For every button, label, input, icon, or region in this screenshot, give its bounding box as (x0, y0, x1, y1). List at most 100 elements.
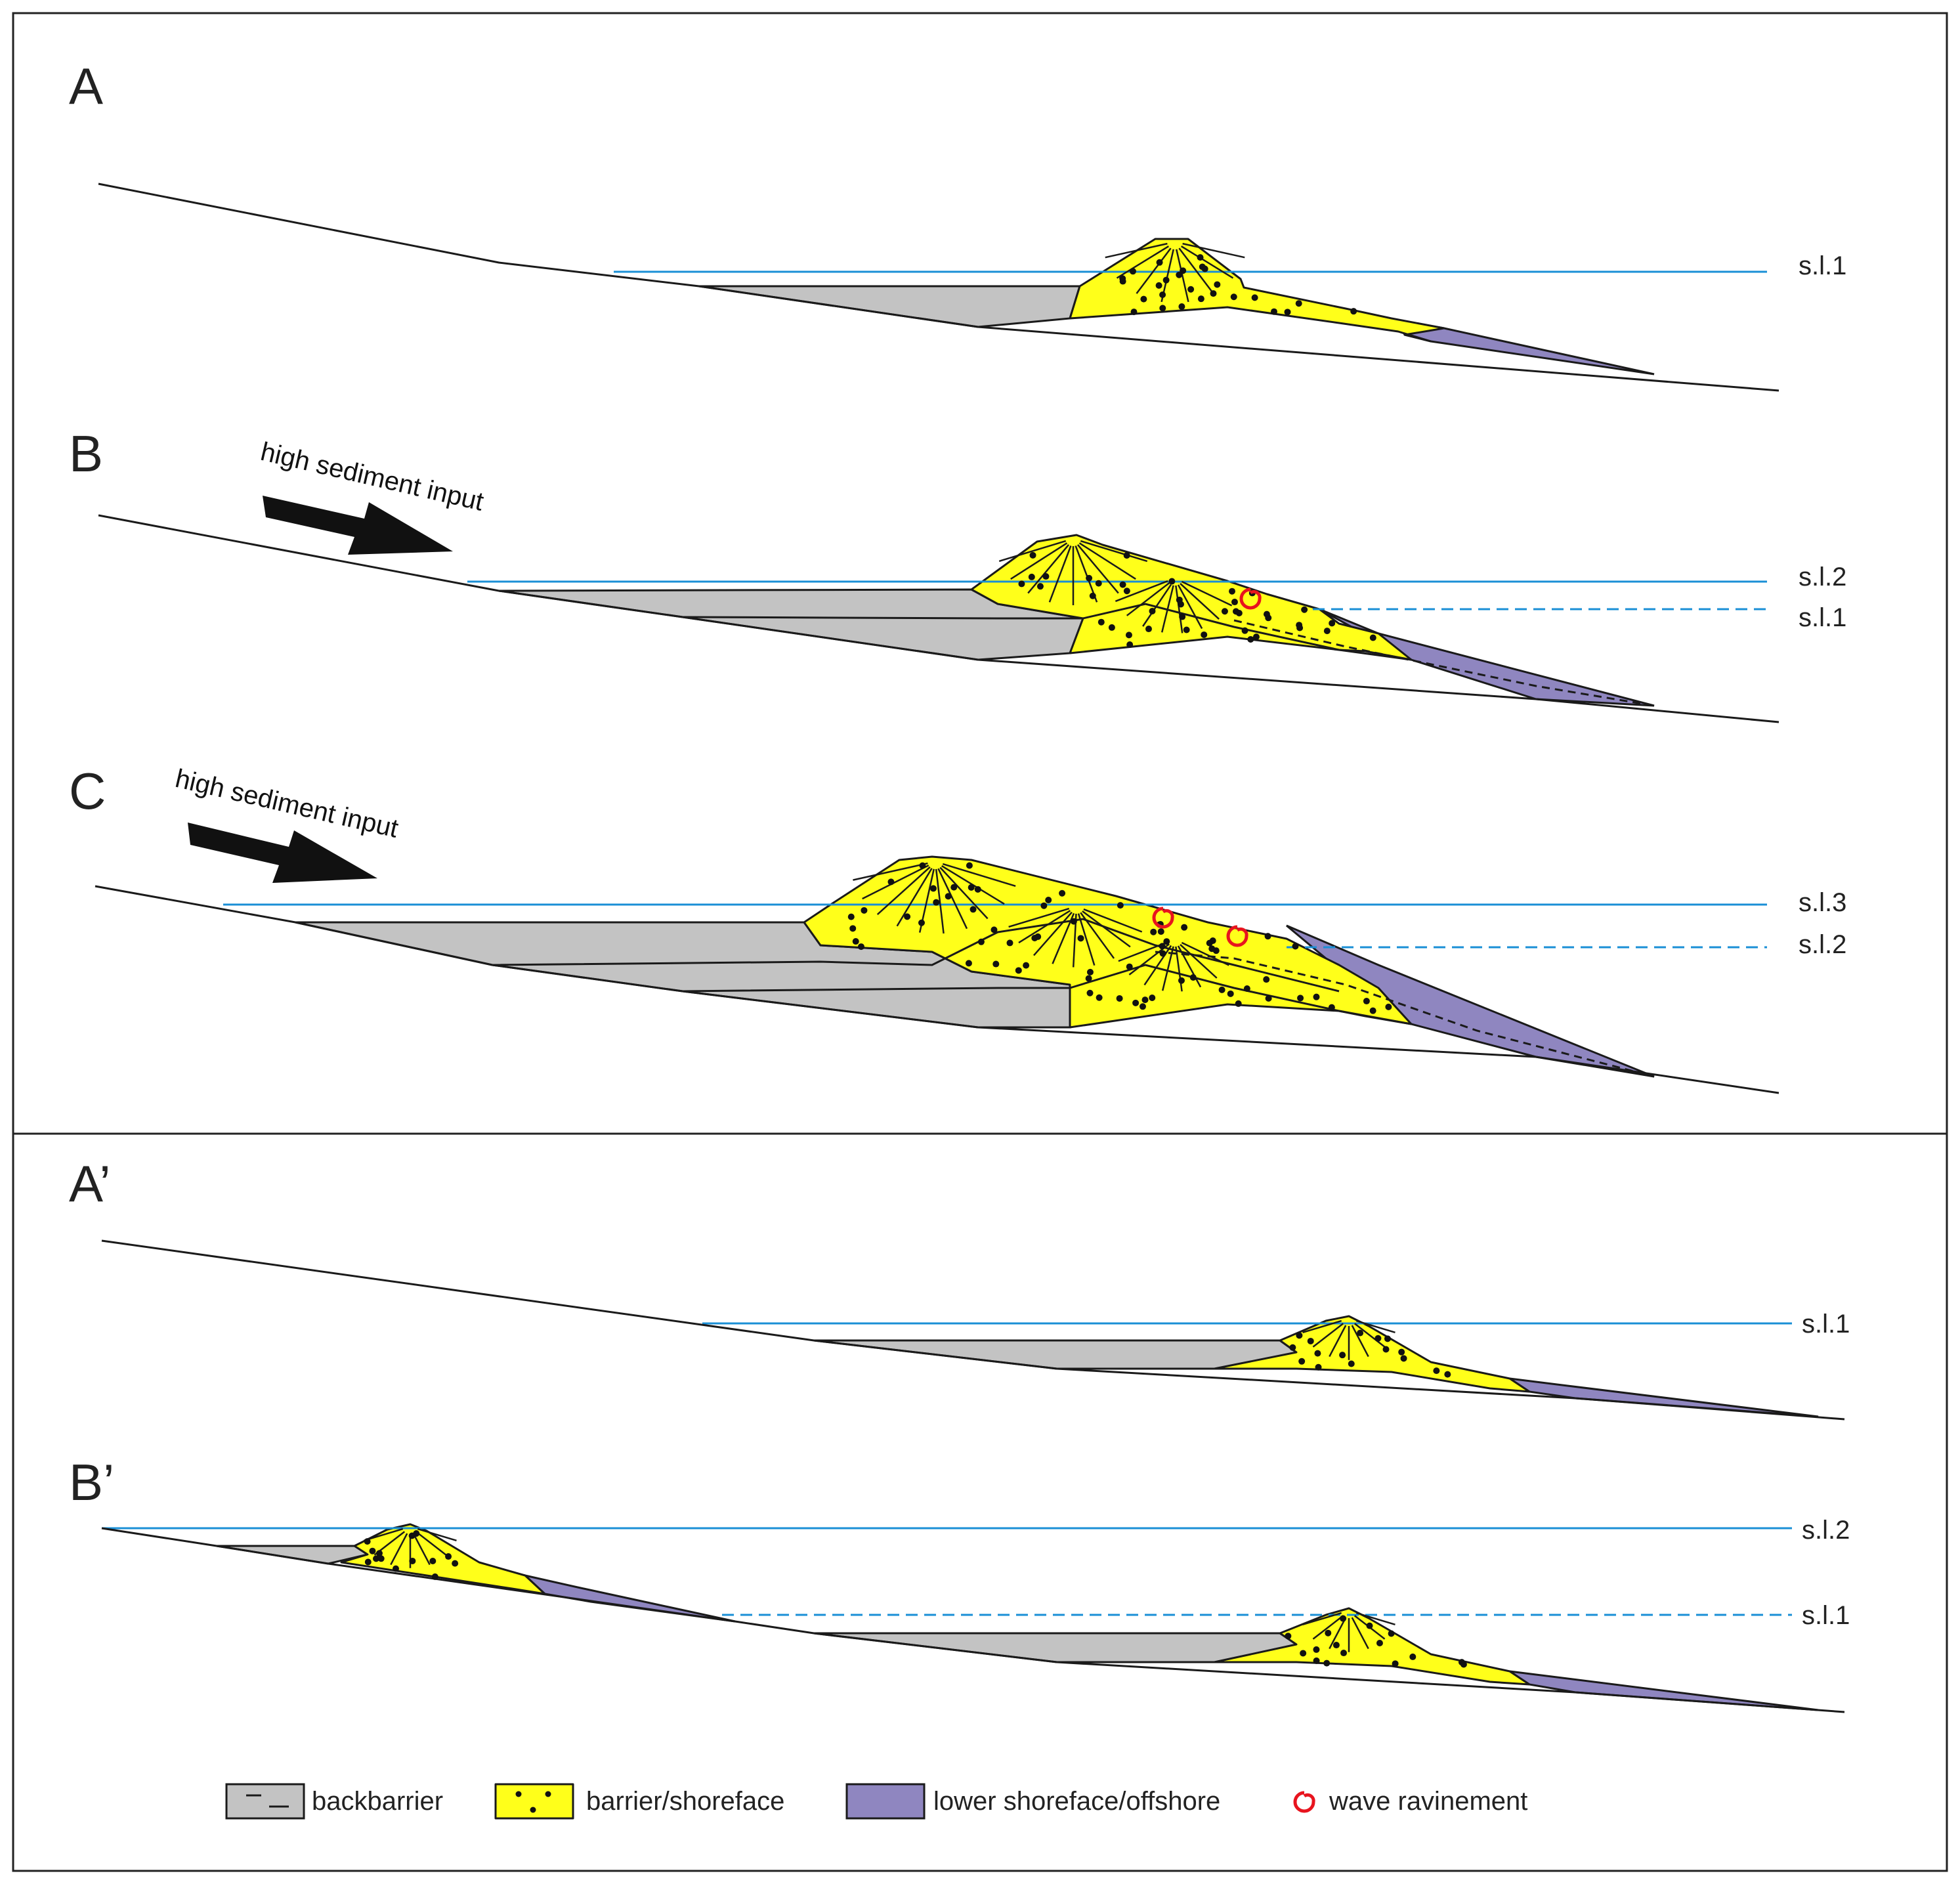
sand-dot (1139, 1003, 1146, 1010)
foreset-line (1115, 580, 1168, 603)
sand-dot (1298, 1358, 1306, 1365)
sand-dot (974, 886, 981, 893)
foreset-line (1178, 247, 1214, 294)
dash-pattern-icon (225, 1783, 305, 1820)
foreset-line (1083, 908, 1143, 933)
foreset-line (1033, 911, 1073, 956)
sand-dot (1179, 613, 1186, 620)
sand-dot (968, 884, 975, 891)
sand-dot (1045, 897, 1052, 904)
foreset-line (1080, 540, 1148, 563)
sand-dot (1119, 278, 1126, 285)
solid-purple-icon (845, 1783, 926, 1820)
foreset-line (1126, 582, 1170, 616)
sand-dot (452, 1560, 459, 1567)
sand-dot (1018, 580, 1025, 588)
sand-dot (1363, 998, 1370, 1005)
sand-dot (1323, 628, 1331, 635)
sand-dot (1201, 631, 1208, 638)
sand-dot (1218, 986, 1225, 993)
sand-dot (1149, 994, 1156, 1001)
sediment-input-arrow: high sediment input (173, 764, 401, 883)
panel-a-prime: A’ s.l.1 (69, 1155, 1850, 1421)
sand-dot (1297, 995, 1304, 1002)
foreset-lines-lower (1115, 580, 1233, 633)
barrier-body (1213, 1315, 1531, 1393)
sand-dot (1123, 588, 1130, 595)
sand-dot (1221, 608, 1228, 615)
sand-dot (1376, 1640, 1383, 1647)
sand-dot (847, 913, 855, 920)
sand-dot (1348, 1360, 1355, 1367)
sand-dot (364, 1538, 371, 1545)
sand-dot (1388, 1630, 1395, 1637)
sand-dot (933, 899, 940, 906)
sand-dot (1163, 938, 1170, 945)
sand-dot (1357, 1329, 1364, 1337)
sand-dot (1206, 939, 1213, 947)
ground-surface (101, 1239, 1845, 1421)
sand-dot (1156, 259, 1163, 266)
legend-label-barrier-shoreface: barrier/shoreface (586, 1787, 784, 1816)
sea-level-label-lower: s.l.1 (1802, 1601, 1850, 1630)
sand-dot (1149, 607, 1156, 614)
foreset-line (1355, 1319, 1395, 1334)
foreset-line (998, 540, 1067, 563)
sand-dot (1040, 902, 1048, 909)
sand-dot (1247, 635, 1254, 643)
legend-item-wave-ravinement: wave ravinement (1295, 1787, 1527, 1816)
panel-c: C high sediment input s.l.3 s.l.2 (69, 762, 1846, 1094)
foreset-line (1048, 546, 1072, 603)
sand-dot (429, 1558, 437, 1565)
sand-dot (1313, 993, 1320, 1000)
sand-dot (887, 878, 895, 886)
sand-dot (1208, 945, 1216, 953)
sand-dot (1315, 1363, 1322, 1371)
sand-dot (1231, 599, 1238, 606)
foreset-line (1351, 1325, 1369, 1358)
sand-dot (1313, 1657, 1320, 1664)
barrier-body-upper (340, 1523, 546, 1595)
sand-dot (1095, 580, 1102, 587)
foreset-line (1302, 1612, 1342, 1626)
sand-dot (1300, 1650, 1307, 1657)
foreset-line (1161, 946, 1174, 991)
foreset-line (1142, 584, 1172, 627)
foreset-line (862, 865, 929, 900)
ground-surface (98, 182, 1779, 392)
legend-item-backbarrier: backbarrier (225, 1783, 443, 1820)
sand-dot (1077, 935, 1084, 942)
sand-dot (377, 1555, 385, 1562)
sand-dot (1307, 1337, 1314, 1344)
foreset-line (1052, 912, 1075, 964)
legend-label-backbarrier: backbarrier (312, 1787, 443, 1816)
backbarrier-lens-lower (813, 1632, 1299, 1663)
sand-dot (1132, 999, 1140, 1006)
sand-dot (1384, 1335, 1391, 1342)
barrier-dots (1018, 551, 1376, 649)
sand-dot (1119, 581, 1126, 588)
sand-dot (1289, 1344, 1296, 1351)
legend-item-barrier-shoreface: barrier/shoreface (494, 1783, 784, 1820)
sand-dot (1263, 610, 1270, 618)
foreset-line (876, 866, 931, 916)
sand-dot (1145, 626, 1152, 633)
foreset-line (939, 867, 989, 920)
sand-dot (1328, 1004, 1335, 1011)
sea-level-label: s.l.1 (1802, 1310, 1850, 1338)
foreset-line (1176, 249, 1189, 303)
panel-letter-b: B (69, 425, 103, 482)
sand-dot (1369, 1007, 1376, 1014)
sand-dot (1015, 967, 1022, 974)
figure-frame (12, 12, 1948, 1872)
sand-dot (1180, 267, 1187, 274)
sand-dot (1023, 962, 1030, 969)
foreset-line (1008, 907, 1070, 928)
foreset-line (853, 862, 928, 881)
sand-dot (375, 1550, 383, 1557)
legend-item-lower-shoreface: lower shoreface/offshore (845, 1783, 1220, 1820)
sand-dot (1197, 254, 1204, 261)
sand-dot (1460, 1661, 1467, 1668)
backbarrier-lens (698, 285, 1082, 328)
sand-dot (1374, 1335, 1382, 1342)
